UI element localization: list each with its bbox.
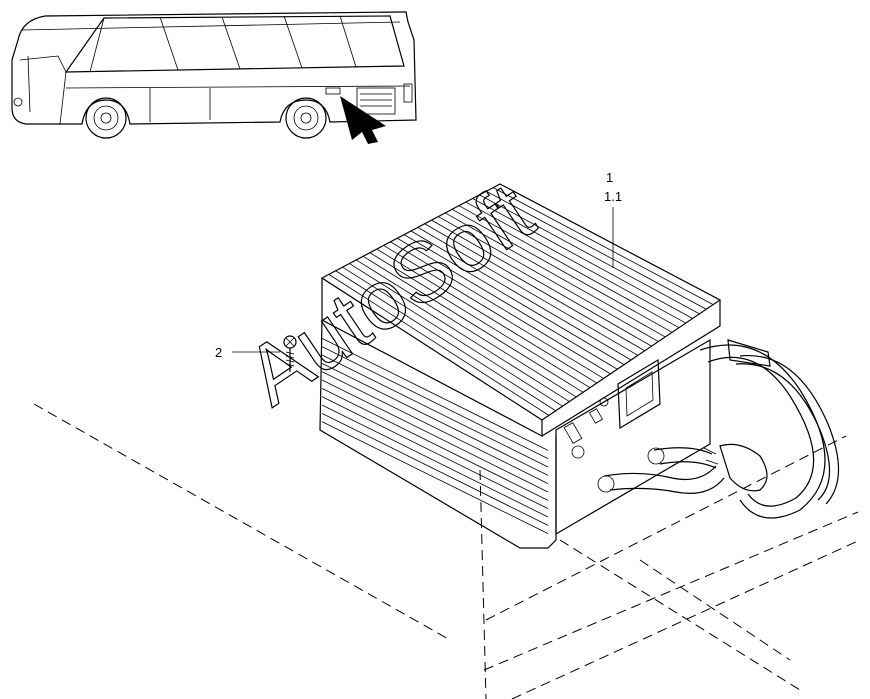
callout-1: 1: [606, 170, 613, 185]
side-rib: [321, 412, 549, 526]
heat-sink-fin: [342, 266, 563, 407]
heat-sink-fin: [410, 230, 632, 361]
heat-sink-fin: [369, 252, 591, 389]
heat-sink-fin: [486, 190, 707, 310]
heat-sink-fin: [328, 274, 550, 416]
heat-sink-fin: [383, 245, 604, 379]
heat-sink-fin: [397, 237, 618, 370]
side-rib: [321, 362, 549, 476]
callout-1-1: 1.1: [604, 189, 622, 268]
side-rib: [321, 404, 549, 518]
side-rib: [321, 387, 549, 501]
screw-part: [283, 335, 297, 372]
heat-sink-fin: [479, 194, 700, 315]
heat-sink-fin: [335, 270, 556, 412]
side-rib: [321, 354, 549, 468]
callout-2: 2: [215, 345, 280, 360]
heat-sink-fin: [417, 227, 639, 356]
heat-sink-fin: [492, 187, 714, 305]
heat-sink-fin: [390, 241, 611, 375]
callout-label-2: 2: [215, 345, 222, 360]
floor-reference-lines: [33, 403, 861, 699]
heat-sink-fin: [424, 223, 645, 352]
heat-sink-fin: [403, 234, 625, 365]
side-rib: [321, 371, 549, 485]
side-rib: [321, 421, 549, 535]
bus-locator-illustration: [11, 11, 417, 139]
side-rib: [321, 396, 549, 510]
location-arrow-icon: [340, 96, 386, 144]
battery-charger-unit: [319, 183, 840, 549]
watermark-text: AutoSoft: [230, 165, 550, 423]
heat-sink-fin: [376, 248, 597, 384]
heat-sink-fins: [328, 187, 714, 416]
heat-sink-fin: [356, 259, 577, 398]
heat-sink-fin: [431, 219, 652, 347]
heat-sink-fin: [465, 201, 686, 324]
heat-sink-fin: [349, 263, 570, 402]
heat-sink-fin: [451, 208, 673, 333]
heat-sink-fin: [445, 212, 666, 338]
heat-sink-fin: [438, 216, 659, 342]
side-cooling-ribs: [321, 337, 549, 535]
side-rib: [321, 346, 549, 460]
heat-sink-fin: [458, 205, 680, 329]
side-rib: [321, 337, 549, 451]
heat-sink-fin: [362, 255, 584, 393]
heat-sink-fin: [472, 198, 693, 319]
side-rib: [321, 379, 549, 493]
callout-label-1-1: 1.1: [604, 189, 622, 204]
callout-label-1: 1: [606, 170, 613, 185]
